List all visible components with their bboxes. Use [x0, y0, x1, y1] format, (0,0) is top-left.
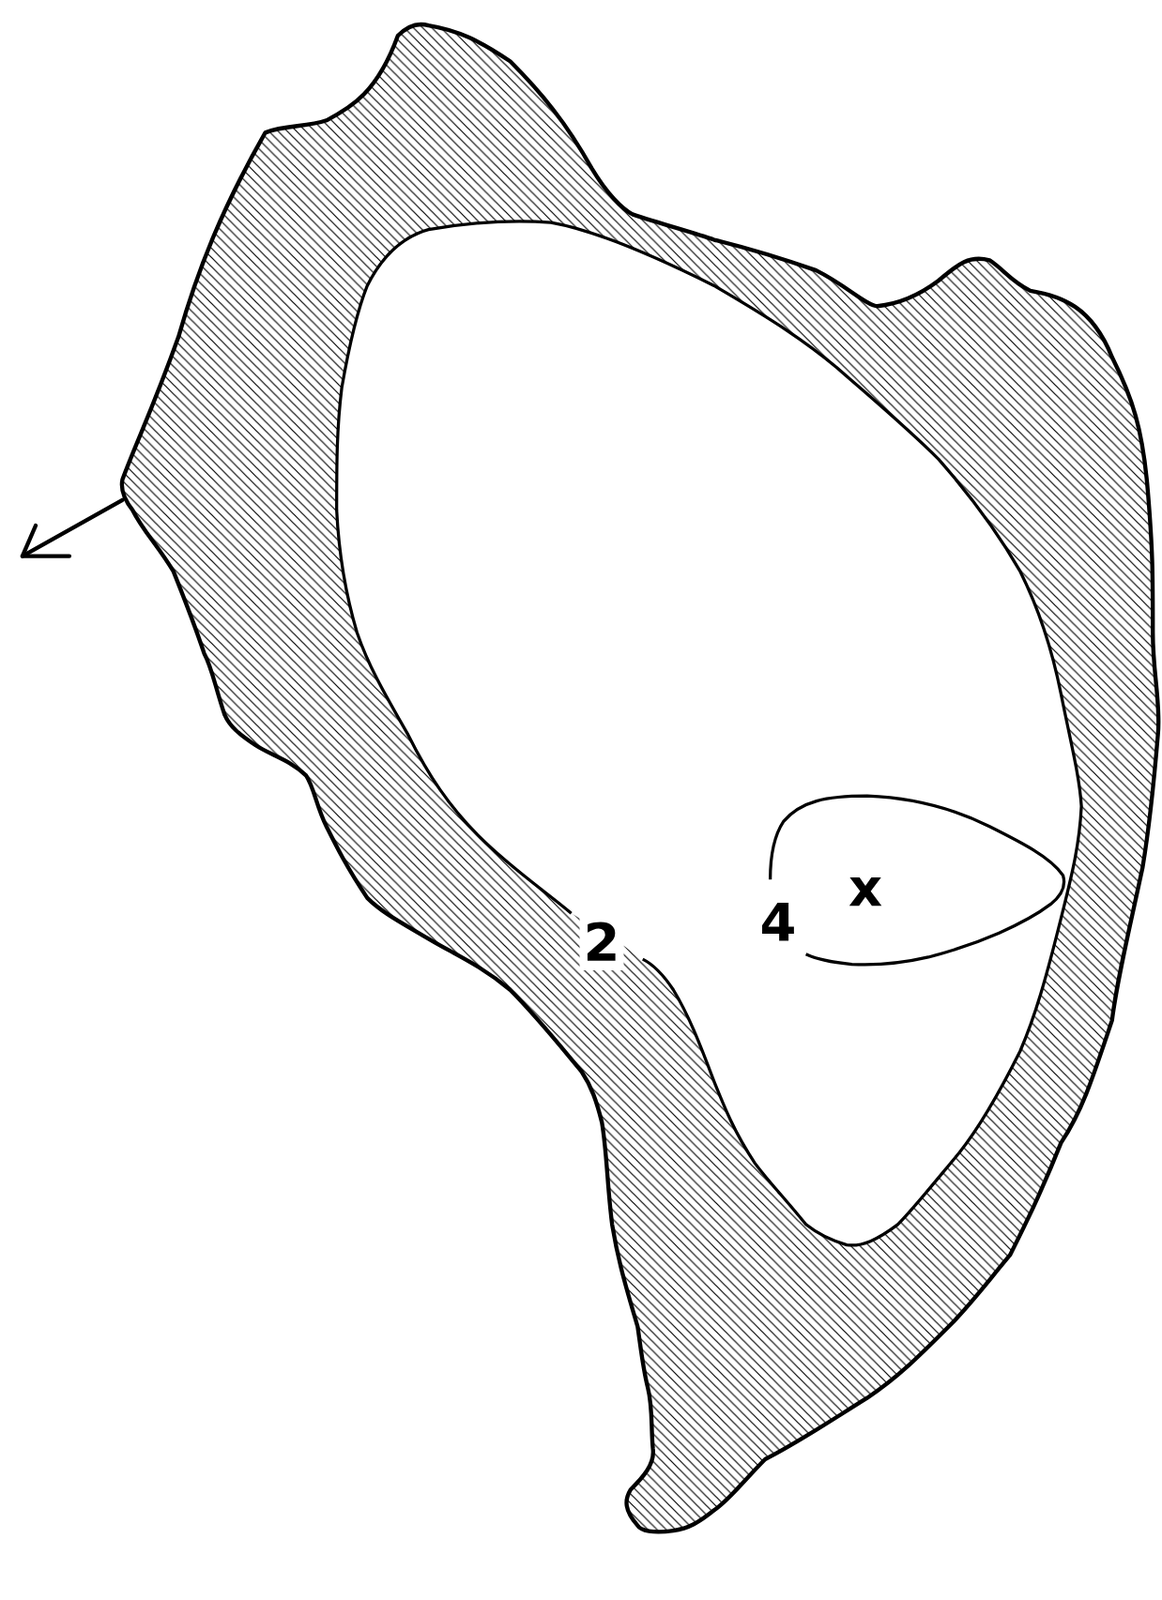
contour-value: 4 — [756, 894, 801, 951]
coastline — [122, 24, 1160, 1532]
direction-arrow — [22, 500, 123, 557]
contour-line — [336, 221, 1082, 1246]
spot-mark: x — [844, 859, 887, 917]
contour-line — [770, 795, 1065, 965]
shore-band — [122, 24, 1160, 1532]
contour-value: 2 — [580, 914, 625, 971]
